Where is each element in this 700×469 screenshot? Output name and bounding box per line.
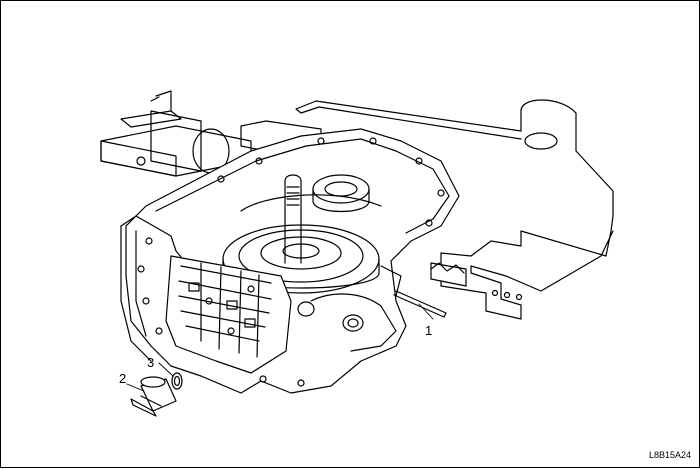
callout-2: 2 xyxy=(119,371,126,386)
leader-lines xyxy=(126,303,434,392)
valve-body xyxy=(165,255,292,374)
holding-fixture xyxy=(295,99,614,320)
housing-detail xyxy=(297,265,402,352)
part-1-pin xyxy=(393,290,447,318)
clutch-assembly xyxy=(222,174,382,294)
callout-3: 3 xyxy=(147,355,154,370)
figure-code: L8B15A24 xyxy=(649,450,691,460)
part-3-o-ring xyxy=(171,372,183,390)
callout-1: 1 xyxy=(425,323,432,338)
part-2-sleeve xyxy=(130,376,177,417)
